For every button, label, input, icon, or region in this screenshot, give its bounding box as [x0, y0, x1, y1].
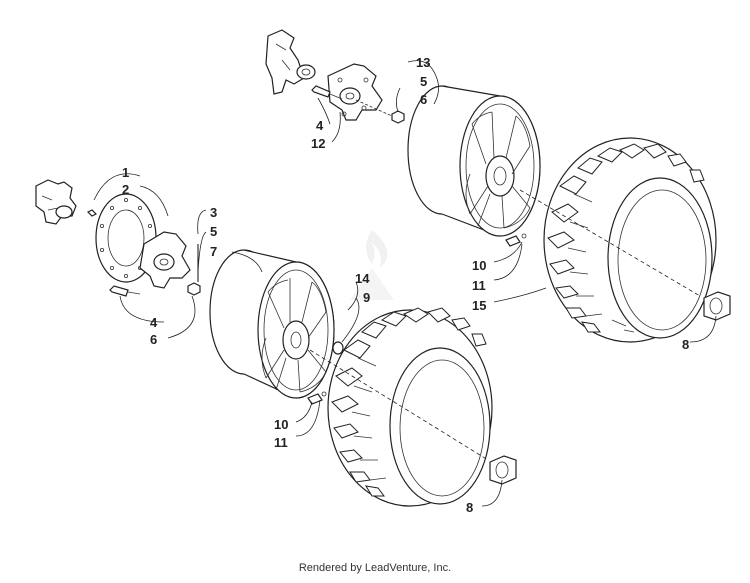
callout-5-lower: 5: [210, 224, 217, 239]
callout-10-upper: 10: [472, 258, 486, 273]
rear-hub: [327, 63, 383, 121]
disc-bolt: [86, 209, 98, 217]
rear-wheel-rim: [407, 85, 541, 237]
rear-tire: [543, 137, 717, 343]
rear-valve-stem: [505, 233, 527, 247]
footer-credit: Rendered by LeadVenture, Inc.: [298, 562, 452, 574]
front-wheel-washer: [332, 341, 344, 355]
front-knuckle: [35, 179, 77, 225]
callout-1: 1: [122, 165, 129, 180]
callout-4-lower: 4: [150, 315, 158, 330]
front-hub: [139, 231, 191, 289]
callout-8-upper: 8: [682, 337, 689, 352]
callout-13: 13: [416, 55, 430, 70]
callout-10-lower: 10: [274, 417, 288, 432]
callout-11-upper: 11: [472, 278, 486, 293]
callout-6-upper: 6: [420, 92, 427, 107]
front-hub-bolt: [109, 285, 141, 297]
callout-14: 14: [355, 271, 370, 286]
callout-9: 9: [363, 290, 370, 305]
front-wheel-rim: [209, 249, 335, 399]
rear-knuckle: [265, 29, 316, 95]
front-tire: [327, 307, 493, 507]
front-lug-nut: [489, 455, 517, 485]
rear-hub-bolt: [311, 85, 343, 100]
callout-12: 12: [311, 136, 325, 151]
watermark-logo: [350, 230, 394, 300]
rear-axle-nut: [391, 110, 405, 124]
callout-11-lower: 11: [274, 435, 288, 450]
callout-6-lower: 6: [150, 332, 157, 347]
callout-2: 2: [122, 182, 129, 197]
callout-3: 3: [210, 205, 217, 220]
front-axle-nut: [187, 282, 201, 296]
callout-4-upper: 4: [316, 118, 324, 133]
axle-centerline: [355, 99, 393, 117]
callout-7: 7: [210, 244, 217, 259]
callout-8-lower: 8: [466, 500, 473, 515]
rear-lug-nut: [703, 291, 731, 321]
callout-15: 15: [472, 298, 486, 313]
leader-lines: [93, 60, 717, 507]
callout-5-upper: 5: [420, 74, 427, 89]
front-valve-stem: [307, 391, 327, 405]
